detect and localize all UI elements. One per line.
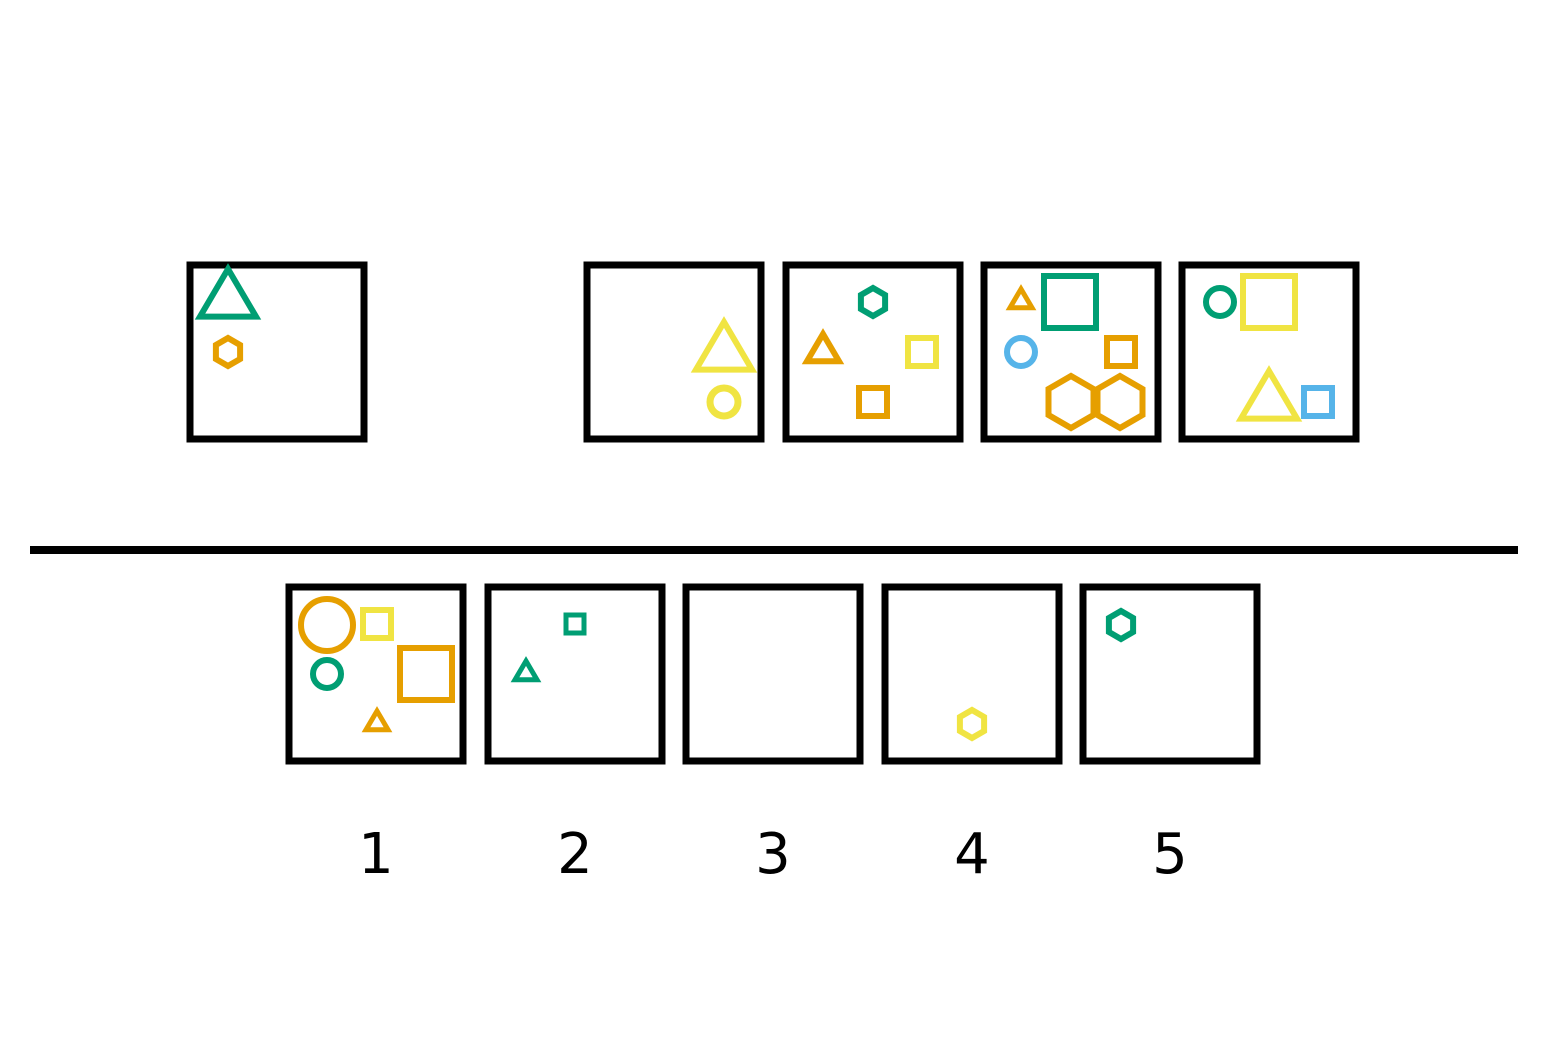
sequence-panel-2 xyxy=(782,261,964,443)
orange-square-shape xyxy=(397,645,455,703)
yellow-hexagon-shape xyxy=(956,706,988,742)
yellow-square-shape xyxy=(905,335,939,369)
option-panel-2[interactable] xyxy=(484,583,666,765)
green-hexagon-shape xyxy=(1105,607,1137,643)
sequence-panel-1 xyxy=(583,261,765,443)
option-panel-3[interactable] xyxy=(682,583,864,765)
blue-square-shape xyxy=(1301,385,1335,419)
yellow-square-shape xyxy=(1240,273,1298,331)
panel-frame xyxy=(186,261,368,443)
option-label-5: 5 xyxy=(1152,822,1188,887)
option-panel-4[interactable] xyxy=(881,583,1063,765)
orange-triangle-shape xyxy=(801,328,845,365)
orange-hexagon-shape xyxy=(1094,372,1146,432)
sequence-panel-4 xyxy=(1178,261,1360,443)
option-panel-5[interactable] xyxy=(1079,583,1261,765)
green-triangle-shape xyxy=(510,656,542,683)
orange-square-shape xyxy=(856,385,890,419)
yellow-triangle-shape xyxy=(1235,365,1303,422)
example-panel xyxy=(186,261,368,443)
yellow-triangle-shape xyxy=(690,316,758,373)
green-circle-shape xyxy=(310,657,344,691)
orange-hexagon-shape xyxy=(212,334,244,370)
option-label-4: 4 xyxy=(954,822,990,887)
orange-hexagon-shape xyxy=(1045,372,1097,432)
option-panel-1[interactable] xyxy=(285,583,467,765)
yellow-square-shape xyxy=(360,607,394,641)
green-hexagon-shape xyxy=(857,284,889,320)
panel-frame xyxy=(881,583,1063,765)
panel-frame xyxy=(682,583,864,765)
green-square-shape xyxy=(563,612,587,636)
option-label-1: 1 xyxy=(358,822,394,887)
yellow-circle-shape xyxy=(706,384,742,420)
sequence-panel-3 xyxy=(980,261,1162,443)
orange-circle-shape xyxy=(298,596,356,654)
option-label-2: 2 xyxy=(557,822,593,887)
panel-frame xyxy=(1079,583,1261,765)
green-triangle-shape xyxy=(194,263,262,320)
panel-frame xyxy=(980,261,1162,443)
option-label-3: 3 xyxy=(755,822,791,887)
orange-square-shape xyxy=(1104,335,1138,369)
green-square-shape xyxy=(1041,273,1099,331)
orange-triangle-shape xyxy=(1005,284,1037,311)
orange-triangle-shape xyxy=(361,706,393,733)
green-circle-shape xyxy=(1203,285,1237,319)
blue-circle-shape xyxy=(1004,335,1038,369)
